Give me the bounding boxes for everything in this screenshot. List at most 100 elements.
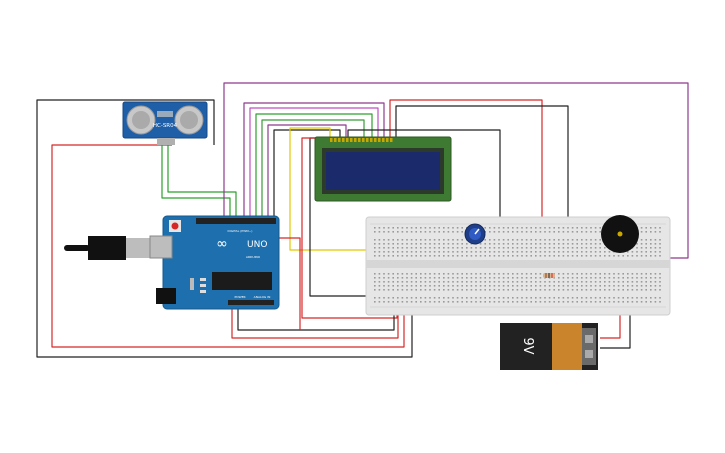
wire-black-arduino-gnd[interactable] (237, 300, 395, 331)
breadboard-hole (521, 227, 523, 229)
breadboard-hole (645, 297, 647, 299)
breadboard-hole (659, 289, 661, 291)
breadboard-hole (650, 247, 652, 249)
breadboard-hole (558, 231, 560, 233)
breadboard-hole (447, 247, 450, 249)
wire-red-arduino-side[interactable] (278, 237, 301, 330)
breadboard-hole (650, 285, 652, 287)
wire-red-loop[interactable] (51, 144, 405, 348)
breadboard-hole (420, 231, 422, 233)
breadboard-hole (585, 255, 588, 257)
wire-red-lcd-top[interactable] (389, 99, 543, 275)
breadboard-hole (383, 247, 385, 249)
breadboard-hole (479, 297, 482, 299)
breadboard-hole (530, 247, 532, 249)
breadboard-hole (640, 289, 643, 291)
wire-green-lcd-4[interactable] (261, 119, 365, 218)
breadboard-hole (424, 255, 427, 257)
breadboard-hole (525, 243, 528, 245)
breadboard-hole (401, 289, 404, 291)
breadboard-hole (410, 227, 413, 229)
breadboard-hole (415, 227, 417, 229)
breadboard-hole (429, 277, 431, 279)
wire-green-lcd-3[interactable] (255, 113, 373, 218)
breadboard-hole (466, 273, 468, 275)
breadboard-hole (493, 273, 496, 275)
wire-black-sensor-outer[interactable] (36, 99, 413, 358)
breadboard-hole (562, 273, 565, 275)
breadboard-hole (493, 297, 496, 299)
wire-black-lcd-top[interactable] (395, 105, 569, 308)
breadboard-hole (530, 227, 532, 229)
breadboard-hole (645, 281, 647, 283)
breadboard-hole (415, 277, 417, 279)
wire-red-arduino-5v[interactable] (231, 300, 399, 339)
breadboard-hole (461, 301, 463, 303)
breadboard-hole (470, 273, 473, 275)
breadboard-hole (645, 273, 647, 275)
wire-green-sensor-1[interactable] (161, 145, 231, 218)
breadboard-hole (438, 285, 440, 287)
breadboard-hole (374, 239, 376, 241)
breadboard-hole (516, 243, 519, 245)
wire-pink-lcd-2[interactable] (249, 107, 379, 218)
breadboard-hole (489, 289, 491, 291)
breadboard-hole (397, 251, 399, 253)
breadboard-hole (590, 301, 592, 303)
breadboard-hole (374, 281, 376, 283)
breadboard-hole (567, 281, 569, 283)
potentiometer[interactable] (464, 223, 486, 245)
wire-purple-lcd-1[interactable] (243, 102, 385, 218)
breadboard-hole (456, 289, 459, 291)
breadboard-hole (604, 247, 606, 249)
sensor-label: HC-SR04 (153, 123, 178, 129)
breadboard-hole (475, 277, 477, 279)
breadboard-hole (562, 227, 565, 229)
breadboard-hole (433, 277, 436, 279)
breadboard-hole (553, 281, 555, 283)
breadboard-hole (553, 227, 555, 229)
breadboard-hole (571, 301, 574, 303)
breadboard-hole (387, 255, 390, 257)
breadboard-hole (548, 247, 551, 249)
wire-purple-lcd-5[interactable] (267, 124, 347, 218)
arduino-logo-symbol: ∞ (216, 236, 228, 252)
wire-black-battery[interactable] (600, 305, 631, 349)
breadboard-hole (410, 289, 413, 291)
breadboard-hole (498, 277, 500, 279)
breadboard-hole (498, 297, 500, 299)
breadboard-hole (502, 239, 505, 241)
breadboard-hole (433, 289, 436, 291)
breadboard-hole (502, 247, 505, 249)
breadboard-hole (548, 289, 551, 291)
breadboard-hole (493, 251, 496, 253)
breadboard-hole (466, 277, 468, 279)
breadboard-hole (521, 231, 523, 233)
breadboard-hole (397, 297, 399, 299)
breadboard-hole (498, 255, 500, 257)
breadboard-hole (461, 255, 463, 257)
breadboard-hole (544, 227, 546, 229)
breadboard-hole (539, 273, 542, 275)
breadboard-hole (516, 277, 519, 279)
breadboard-hole (429, 255, 431, 257)
wire-red-battery[interactable] (600, 305, 621, 339)
breadboard-hole (479, 285, 482, 287)
breadboard-hole (507, 285, 509, 287)
breadboard-hole (654, 285, 657, 287)
breadboard-hole (387, 231, 390, 233)
breadboard-hole (484, 285, 486, 287)
breadboard-hole (397, 227, 399, 229)
wire-black-lcd-6[interactable] (273, 129, 341, 218)
breadboard-hole (392, 239, 394, 241)
breadboard-hole (650, 277, 652, 279)
wire-green-sensor-2[interactable] (167, 145, 237, 218)
lcd-pin (378, 138, 381, 142)
breadboard-hole (410, 297, 413, 299)
breadboard-hole (525, 255, 528, 257)
breadboard-hole (374, 251, 376, 253)
breadboard-hole (585, 231, 588, 233)
breadboard-hole (617, 255, 620, 257)
breadboard-hole (585, 285, 588, 287)
breadboard-hole (548, 281, 551, 283)
